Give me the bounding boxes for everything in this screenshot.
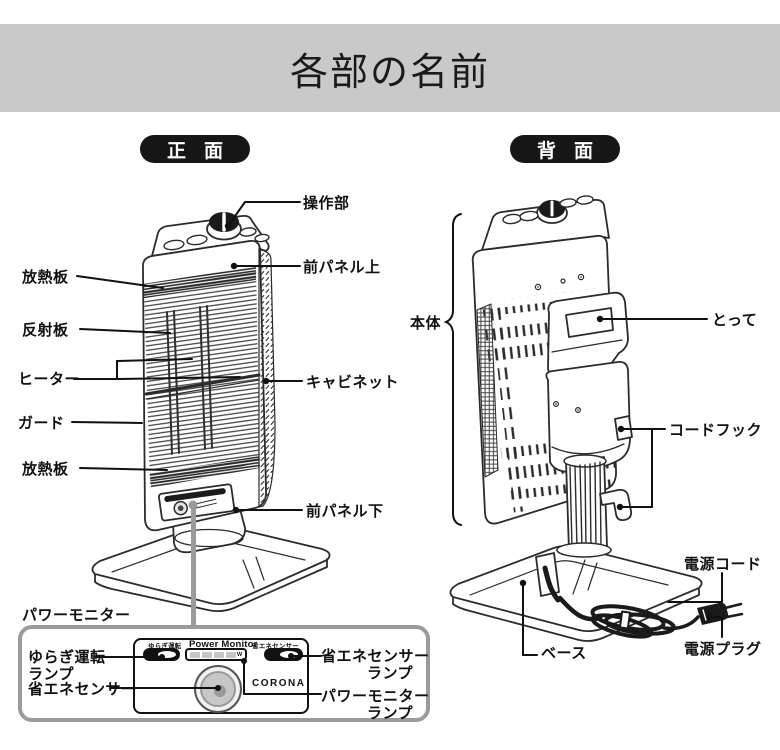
label-yuragi-lamp-line1: ゆらぎ運転 bbox=[28, 649, 106, 666]
label-dengen-plug: 電源プラグ bbox=[684, 641, 762, 658]
label-base: ベース bbox=[541, 645, 587, 662]
label-cord-hook: コードフック bbox=[669, 422, 763, 439]
label-yuragi-lamp-line2: ランプ bbox=[28, 666, 75, 684]
back-device-drawing bbox=[449, 195, 744, 642]
label-pm-lamp: パワーモニター ランプ bbox=[321, 688, 430, 723]
label-shoene-lamp-line1: 省エネセンサー bbox=[321, 648, 430, 665]
label-mae-panel-ue: 前パネル上 bbox=[303, 259, 381, 276]
page-title: 各部の名前 bbox=[289, 51, 490, 94]
shoene-caption: 省エネセンサー bbox=[252, 643, 299, 650]
label-totte: とって bbox=[712, 312, 758, 329]
shoene-lamp bbox=[264, 648, 303, 661]
label-hanshaban: 反射板 bbox=[22, 322, 69, 339]
label-heater: ヒーター bbox=[18, 371, 81, 388]
eco-sensor-ring bbox=[200, 671, 236, 707]
label-shoene-lamp-line2: ランプ bbox=[366, 665, 413, 683]
label-hontai: 本体 bbox=[410, 315, 442, 332]
power-monitor-title: Power Monitor bbox=[189, 639, 258, 650]
bar-segment bbox=[202, 651, 212, 658]
label-sousabu: 操作部 bbox=[303, 195, 350, 212]
label-shoene-lamp: 省エネセンサー ランプ bbox=[321, 648, 430, 683]
eco-sensor-core bbox=[214, 685, 226, 697]
label-hounetsuban-top: 放熱板 bbox=[22, 269, 69, 286]
bar-segment bbox=[214, 651, 224, 658]
watt-unit: W bbox=[237, 652, 243, 658]
label-power-monitor: パワーモニター bbox=[22, 607, 131, 624]
power-monitor-bar: W bbox=[185, 648, 247, 661]
label-guard: ガード bbox=[18, 415, 65, 432]
front-section-badge: 正面 bbox=[140, 135, 250, 163]
yuragi-lamp-window bbox=[158, 651, 176, 658]
label-cabinet: キャビネット bbox=[306, 374, 400, 391]
brand-logo: CORONA bbox=[252, 678, 306, 689]
front-device-drawing bbox=[91, 212, 331, 613]
bar-segment bbox=[226, 651, 236, 658]
back-section-badge: 背面 bbox=[510, 135, 620, 163]
label-pm-lamp-line1: パワーモニター bbox=[321, 688, 430, 705]
label-dengen-cord: 電源コード bbox=[684, 556, 762, 573]
label-hounetsuban-bottom: 放熱板 bbox=[22, 461, 69, 478]
title-banner: 各部の名前 bbox=[0, 24, 780, 112]
label-shoene-sensor: 省エネセンサー bbox=[28, 681, 137, 698]
label-mae-panel-shita: 前パネル下 bbox=[306, 503, 384, 520]
yuragi-lamp bbox=[143, 648, 180, 661]
bar-segment bbox=[190, 651, 200, 658]
label-yuragi-lamp: ゆらぎ運転 ランプ bbox=[28, 649, 106, 684]
label-pm-lamp-line2: ランプ bbox=[366, 705, 413, 723]
eco-sensor bbox=[194, 665, 242, 713]
shoene-lamp-window bbox=[280, 651, 298, 658]
yuragi-caption: ゆらぎ運転 bbox=[148, 643, 182, 650]
inset-connector-line bbox=[191, 503, 196, 627]
